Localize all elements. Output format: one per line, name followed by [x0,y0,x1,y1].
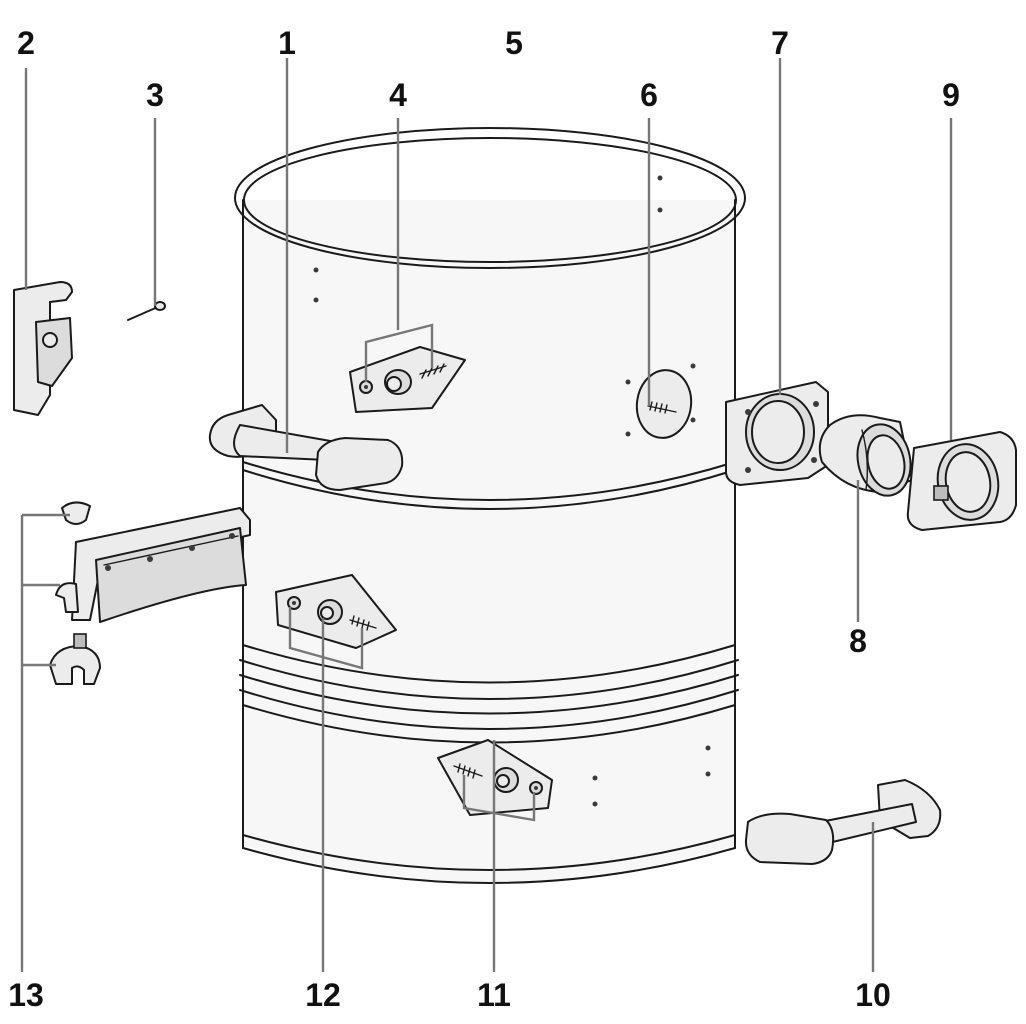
drum-lower-ring-1 [242,644,736,684]
leader-4b [364,323,434,382]
callout-13: 13 [8,977,44,1013]
round-cover-plate [635,369,693,439]
upper-bushing-plate [349,346,466,413]
leader-lines [20,58,953,972]
callout-2: 2 [17,25,35,61]
callout-11: 11 [477,977,511,1013]
drum-top-rim-inner [243,137,737,263]
leader-12b [288,607,364,670]
drum-bottom-edge [242,834,736,871]
lower-handle [744,779,942,865]
mounting-flange [725,381,829,486]
retaining-pin [127,301,166,321]
leader-11b [462,775,536,822]
callout-12: 12 [305,977,341,1013]
callout-labels: 2 1 5 7 3 4 6 9 8 13 12 11 10 [8,25,960,1013]
callout-10: 10 [855,977,891,1013]
drum-lower-ring-2 [239,659,739,700]
callout-6: 6 [640,77,658,113]
hinge-bracket [49,501,251,685]
outlet-cover [906,431,1017,531]
middle-bushing-plate [275,574,397,649]
callout-7: 7 [771,25,789,61]
callout-3: 3 [146,77,164,113]
latch [13,281,73,416]
callout-1: 1 [278,25,296,61]
callout-4: 4 [389,77,407,113]
drum-lower-ring-4 [239,689,739,730]
drum-bottom-edge-2 [242,847,736,884]
callout-8: 8 [849,623,867,659]
callout-9: 9 [942,77,960,113]
drum-upper-band-2 [242,469,736,510]
drum-upper-band [242,461,736,501]
pipe-coupling [818,414,913,497]
upper-handle [208,404,404,491]
callout-5: 5 [505,25,523,61]
drum-lower-ring-3 [239,674,739,715]
drum-top-rim-outer [234,127,746,269]
